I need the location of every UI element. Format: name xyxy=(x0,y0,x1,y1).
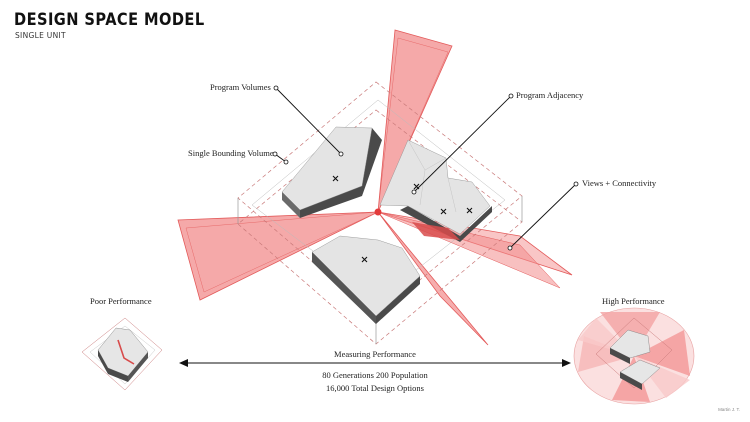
label-single-bounding-volume: Single Bounding Volume xyxy=(188,148,274,158)
view-cone-top-outer xyxy=(377,37,449,213)
center-point xyxy=(374,208,382,216)
leader-program-adjacency xyxy=(413,95,512,193)
label-program-volumes: Program Volumes xyxy=(210,82,271,92)
view-cone-bottom xyxy=(377,211,489,346)
leader-views xyxy=(509,183,577,249)
leader-program-volumes xyxy=(275,87,342,155)
label-views-connectivity: Views + Connectivity xyxy=(582,178,657,188)
label-generations-population: 80 Generations 200 Population xyxy=(322,370,428,380)
volume-b-top xyxy=(379,139,491,235)
volume-c-side xyxy=(312,252,420,324)
volume-b-side xyxy=(400,206,492,242)
high-performance-model xyxy=(573,307,695,405)
label-high-performance: High Performance xyxy=(602,296,665,306)
leader-dots xyxy=(272,85,579,251)
label-poor-performance: Poor Performance xyxy=(90,296,152,306)
label-program-adjacency: Program Adjacency xyxy=(516,90,584,100)
page-subtitle: SINGLE UNIT xyxy=(15,31,66,40)
poor-performance-model xyxy=(81,317,163,391)
callout-leaders xyxy=(274,87,577,249)
view-cone-left xyxy=(177,211,379,301)
label-measuring-performance: Measuring Performance xyxy=(334,349,416,359)
program-volumes xyxy=(281,126,492,324)
label-total-options: 16,000 Total Design Options xyxy=(326,383,424,393)
performance-arrow xyxy=(179,359,571,367)
centroid-markers xyxy=(332,175,473,263)
page-title: DESIGN SPACE MODEL xyxy=(14,10,205,30)
footer-credit: Martin J. T. xyxy=(718,407,740,412)
view-cone-left-outer xyxy=(185,211,379,293)
